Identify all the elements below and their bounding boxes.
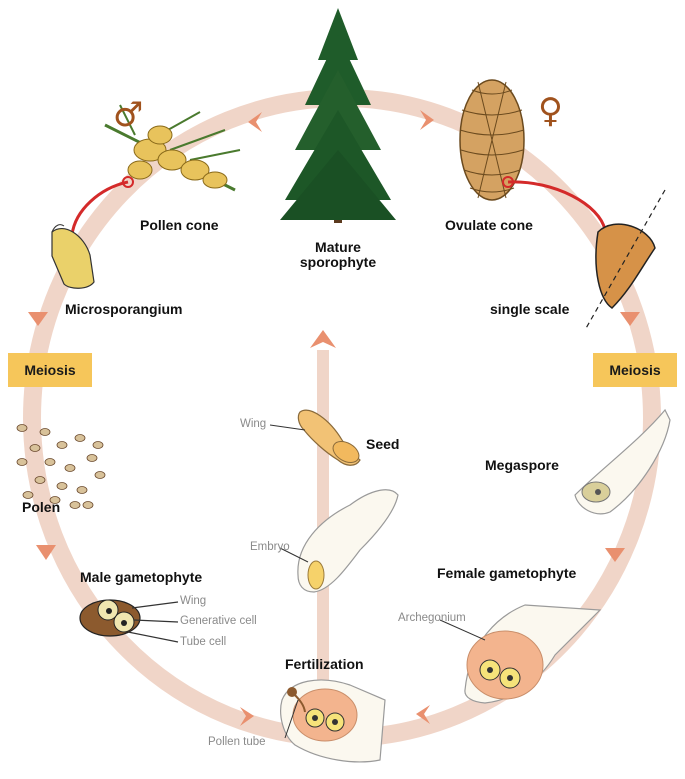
male-gametophyte-icon — [79, 599, 179, 643]
label-tube-cell: Tube cell — [180, 636, 227, 648]
connector-pollen-cone — [70, 180, 129, 236]
arrow-top-right — [420, 110, 434, 130]
label-megaspore: Megaspore — [485, 457, 559, 473]
label-seed: Seed — [366, 436, 400, 452]
label-wing-pollen: Wing — [180, 595, 207, 607]
microsporangium-icon — [51, 224, 95, 289]
label-fertilization: Fertilization — [285, 656, 364, 672]
ovulate-cone-icon — [459, 79, 525, 201]
label-female-gametophyte: Female gametophyte — [437, 565, 577, 581]
label-pollen-tube: Pollen tube — [208, 736, 266, 748]
arrow-central-up — [310, 330, 336, 348]
label-single-scale: single scale — [490, 301, 570, 317]
embryo-icon — [279, 489, 399, 593]
megaspore-icon — [574, 408, 671, 515]
label-polen: Polen — [22, 499, 61, 515]
connector-ovulate-cone — [507, 180, 607, 231]
fertilization-icon — [280, 679, 386, 763]
arrow-left-lower — [36, 545, 56, 560]
arrow-top-left — [248, 112, 262, 132]
label-male-gametophyte: Male gametophyte — [80, 569, 203, 585]
meiosis-box-right: Meiosis — [593, 353, 677, 387]
arrow-left-upper — [28, 312, 48, 326]
scale-icon — [584, 189, 666, 331]
pollen-grains-icon — [16, 424, 106, 509]
label-ovulate-cone: Ovulate cone — [445, 217, 533, 233]
cycle-arrows — [28, 110, 640, 726]
meiosis-box-left: Meiosis — [8, 353, 92, 387]
label-wing-seed: Wing — [240, 418, 267, 430]
arrow-bottom-right — [416, 705, 430, 724]
label-pollen-cone: Pollen cone — [140, 217, 219, 233]
label-generative-cell: Generative cell — [180, 615, 257, 627]
female-gametophyte-icon — [464, 604, 602, 704]
male-symbol-icon: ♂ — [113, 95, 144, 135]
seed-icon — [297, 409, 361, 466]
female-symbol-icon: ♀ — [538, 91, 563, 131]
pollen-cone-icon — [104, 104, 241, 192]
label-embryo: Embryo — [250, 541, 290, 553]
label-mature-sporophyte: Mature sporophyte — [299, 239, 377, 271]
arrow-right-lower — [605, 548, 625, 562]
label-archegonium: Archegonium — [398, 612, 466, 624]
label-microsporangium: Microsporangium — [65, 301, 183, 317]
arrow-bottom-left — [240, 707, 254, 726]
arrow-right-upper — [620, 312, 640, 326]
tree-icon — [280, 8, 396, 223]
